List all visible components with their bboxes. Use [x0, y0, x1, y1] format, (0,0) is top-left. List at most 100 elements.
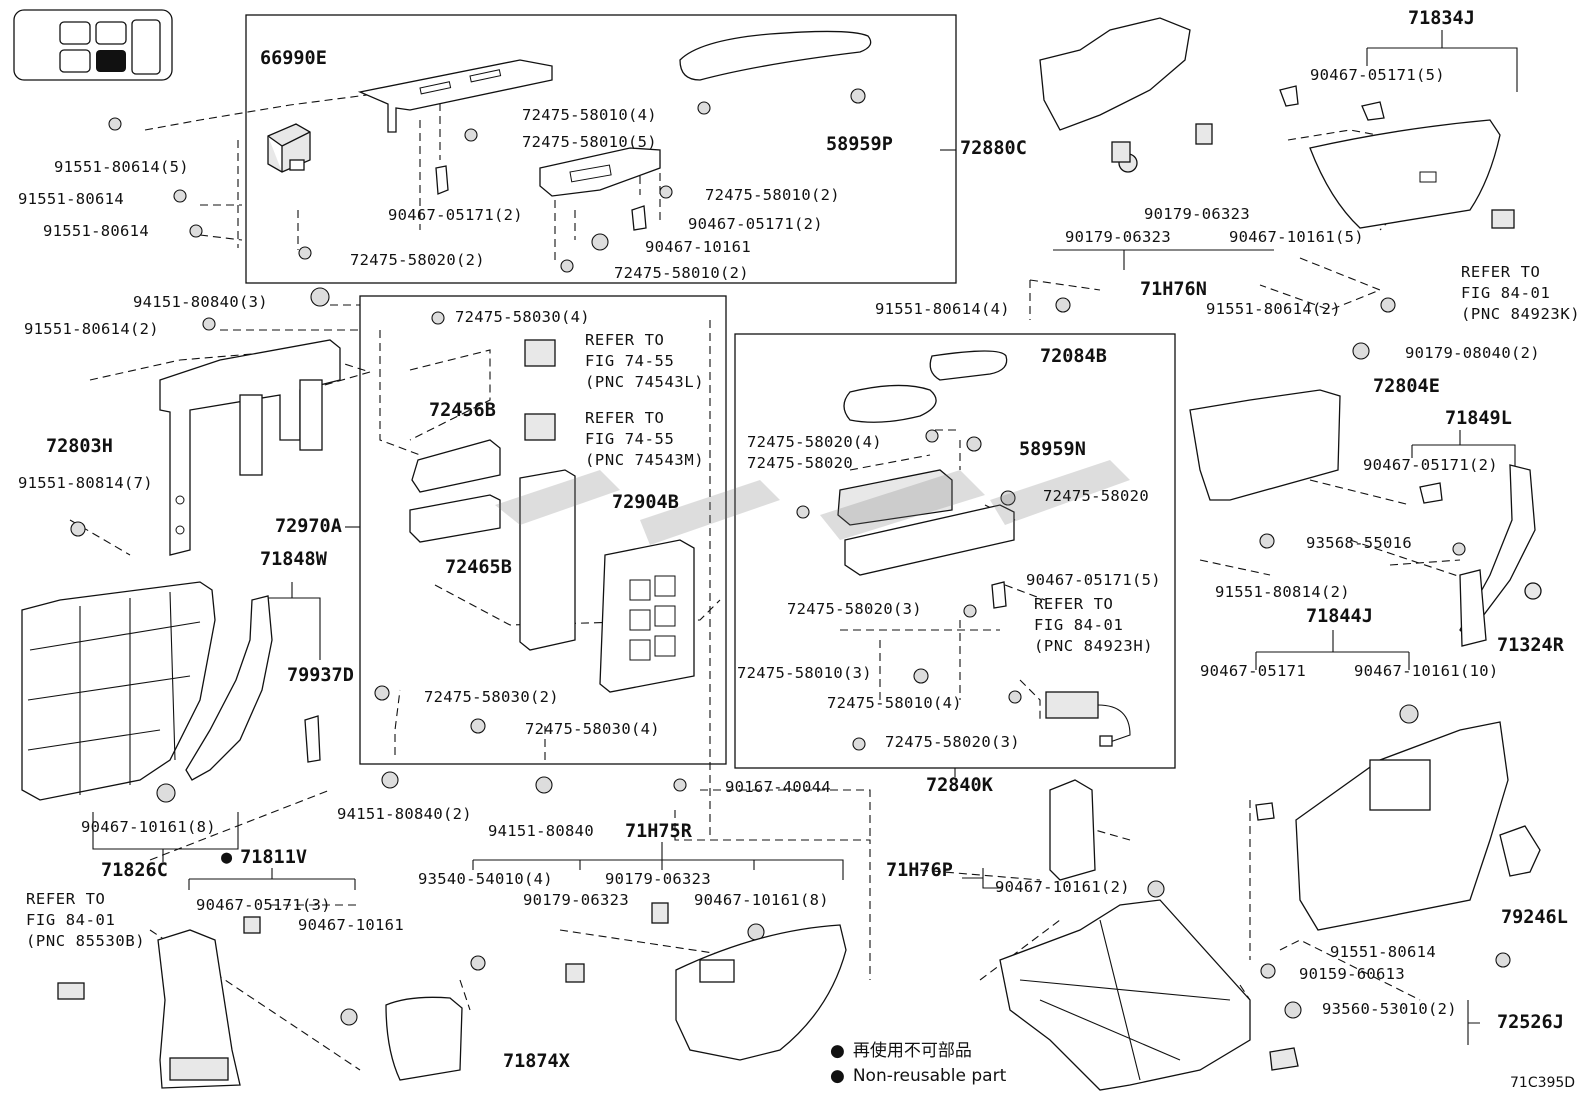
part-label: 91551-80614(2) [1206, 300, 1341, 318]
part-71826C-drawing [21, 581, 216, 801]
part-label: 91551-80814(2) [1215, 583, 1350, 601]
part-label: 90179-08040(2) [1405, 344, 1540, 362]
part-label: 72475-58010(3) [737, 664, 872, 682]
group-box-72970A [359, 295, 727, 765]
part-label: 94151-80840(2) [337, 805, 472, 823]
pnc-71848W: 71848W [260, 549, 327, 570]
pnc-72803H: 72803H [46, 436, 113, 457]
part-label: 91551-80614(2) [24, 320, 159, 338]
figure-reference[interactable]: REFER TO FIG 84-01 (PNC 84923K) [1461, 263, 1581, 323]
part-label: 90167-40044 [725, 778, 831, 796]
location-thumbnail-icon [13, 9, 173, 81]
part-label: 72475-58010(5) [522, 133, 657, 151]
part-71834J-drawing [1309, 119, 1501, 229]
pnc-72970A: 72970A [275, 516, 342, 537]
figure-reference[interactable]: REFER TO FIG 74-55 (PNC 74543L) [585, 331, 705, 391]
part-72840K-drawing [837, 350, 1131, 747]
pnc-71874X: 71874X [503, 1051, 570, 1072]
part-71848W-drawing [185, 595, 321, 781]
part-label: 90467-05171(2) [1363, 456, 1498, 474]
part-label: 90467-10161(10) [1354, 662, 1499, 680]
part-label: 72475-58020(4) [747, 433, 882, 451]
part-label: 72475-58010(2) [614, 264, 749, 282]
pnc-72084B: 72084B [1040, 346, 1107, 367]
part-label: 94151-80840 [488, 822, 594, 840]
pnc-72840K: 72840K [926, 775, 993, 796]
part-label: 90179-06323 [605, 870, 711, 888]
group-box-72880C [245, 14, 957, 284]
pnc-71844J: 71844J [1306, 606, 1373, 627]
part-72804E-drawing [1189, 389, 1341, 501]
part-label: 93560-53010(2) [1322, 1000, 1457, 1018]
part-71849L-drawing [1459, 464, 1542, 647]
part-label: 90159-60613 [1299, 965, 1405, 983]
part-72880C-bracket-drawing [357, 30, 872, 197]
watermark-logo [495, 460, 1130, 545]
part-71844J-drawing [1295, 721, 1541, 931]
pnc-71849L: 71849L [1445, 408, 1512, 429]
part-71H76P-drawing [1049, 779, 1096, 881]
part-label: 90179-06323 [1144, 205, 1250, 223]
part-label: 90467-10161(5) [1229, 228, 1364, 246]
part-71874X-drawing [385, 996, 463, 1081]
part-label: 90467-05171(2) [688, 215, 823, 233]
legend-non-reusable-jp: 再使用不可部品 [830, 1036, 972, 1061]
pnc-58959P: 58959P [826, 134, 893, 155]
figure-reference[interactable]: REFER TO FIG 84-01 (PNC 85530B) [26, 890, 146, 950]
part-71811V-drawing [157, 929, 241, 1089]
part-label: 72475-58030(4) [525, 720, 660, 738]
pnc-72526J: 72526J [1497, 1012, 1564, 1033]
pnc-71811V: 71811V [221, 847, 307, 868]
pnc-72904B: 72904B [612, 492, 679, 513]
part-label: 72475-58020(2) [350, 251, 485, 269]
part-label: 90467-10161(2) [995, 878, 1130, 896]
legend-non-reusable-en: Non-reusable part [830, 1066, 1006, 1086]
part-label: 91551-80814(7) [18, 474, 153, 492]
fastener-icons [57, 85, 1515, 1071]
part-label: 90467-10161 [645, 238, 751, 256]
part-label: 90467-05171(2) [388, 206, 523, 224]
part-label: 93540-54010(4) [418, 870, 553, 888]
part-label: 94151-80840(3) [133, 293, 268, 311]
pnc-72465B: 72465B [445, 557, 512, 578]
pnc-79246L: 79246L [1501, 907, 1568, 928]
part-71H75R-drawing [675, 924, 847, 1061]
pnc-58959N: 58959N [1019, 439, 1086, 460]
part-label: 90467-05171(5) [1310, 66, 1445, 84]
figure-reference[interactable]: REFER TO FIG 74-55 (PNC 74543M) [585, 409, 705, 469]
part-label: 72475-58030(4) [455, 308, 590, 326]
pnc-72456B: 72456B [429, 400, 496, 421]
part-label: 93568-55016 [1306, 534, 1412, 552]
part-label: 91551-80614 [43, 222, 149, 240]
part-71H76N-drawing [1039, 17, 1191, 131]
part-label: 90467-05171 [1200, 662, 1306, 680]
pnc-71H76P: 71H76P [886, 860, 953, 881]
part-label: 72475-58030(2) [424, 688, 559, 706]
part-label: 91551-80614 [1330, 943, 1436, 961]
part-label: 72475-58020(3) [787, 600, 922, 618]
part-66990E-drawing [267, 123, 311, 173]
pnc-72804E: 72804E [1373, 376, 1440, 397]
part-label: 91551-80614(5) [54, 158, 189, 176]
part-label: 90467-10161(8) [81, 818, 216, 836]
pnc-71826C: 71826C [101, 860, 168, 881]
part-label: 91551-80614(4) [875, 300, 1010, 318]
part-console-frame-drawing [999, 899, 1251, 1091]
part-label: 90467-05171(5) [1026, 571, 1161, 589]
part-label: 90467-05171(3) [196, 896, 331, 914]
part-72803H-drawing [159, 339, 341, 556]
part-72970A-drawing [409, 339, 695, 693]
pnc-71324R: 71324R [1497, 635, 1564, 656]
part-label: 72475-58020 [1043, 487, 1149, 505]
part-label: 72475-58020(3) [885, 733, 1020, 751]
part-label: 90179-06323 [1065, 228, 1171, 246]
pnc-71834J: 71834J [1408, 8, 1475, 29]
part-label: 72475-58010(4) [522, 106, 657, 124]
part-label: 72475-58010(2) [705, 186, 840, 204]
pnc-72880C: 72880C [960, 138, 1027, 159]
figure-reference[interactable]: REFER TO FIG 84-01 (PNC 84923H) [1034, 595, 1154, 655]
part-label: 91551-80614 [18, 190, 124, 208]
part-label: 90179-06323 [523, 891, 629, 909]
